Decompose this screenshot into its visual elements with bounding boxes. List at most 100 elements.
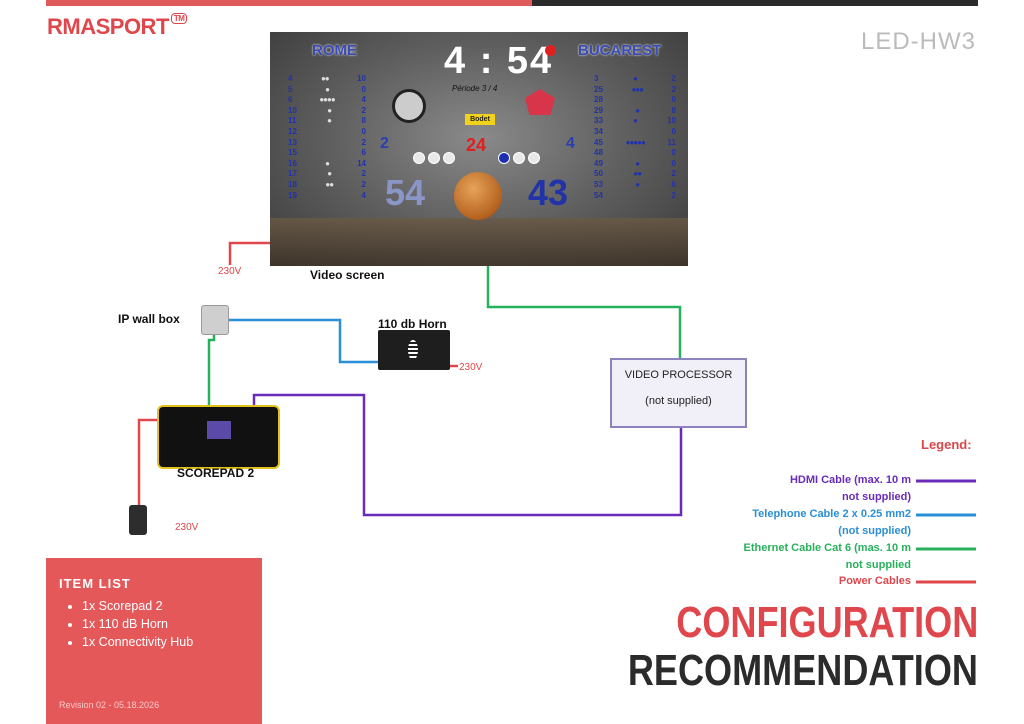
player-number: 48 — [594, 148, 603, 158]
item-list-panel: ITEM LIST 1x Scorepad 2 1x 110 dB Horn 1… — [46, 558, 262, 724]
ethernet-cable-screen-processor — [486, 266, 682, 358]
player-points: 4 — [361, 95, 366, 105]
player-number: 28 — [594, 95, 603, 105]
court-floor — [270, 218, 688, 266]
horn-icon — [378, 330, 450, 370]
revision-text: Revision 02 - 05.18.2026 — [59, 700, 160, 710]
voltage-label-horn: 230V — [459, 362, 483, 373]
player-fouls: ●●●●● — [625, 137, 646, 147]
horn-label: 110 db Horn — [378, 317, 447, 331]
player-fouls: ● — [635, 105, 640, 115]
away-team-name: BUCAREST — [578, 42, 662, 59]
timeout-dot-icon — [443, 152, 455, 164]
video-processor-title: VIDEO PROCESSOR — [624, 369, 733, 381]
top-accent-bar-red — [46, 0, 532, 6]
legend-hdmi: HDMI Cable (max. 10 m not supplied) — [790, 472, 911, 506]
player-points: 2 — [671, 84, 676, 94]
player-points: 2 — [671, 190, 676, 200]
power-cable-scorepad — [137, 418, 157, 505]
scorepad-screen — [207, 421, 231, 439]
player-row: 3 ● 2 — [594, 74, 676, 85]
player-fouls: ● — [325, 84, 330, 94]
player-points: 2 — [361, 179, 366, 189]
player-row: 50●●2 — [594, 169, 676, 180]
legend-telephone: Telephone Cable 2 x 0.25 mm2 (not suppli… — [752, 506, 911, 540]
away-score: 43 — [528, 172, 569, 213]
item-list-title: ITEM LIST — [59, 576, 131, 591]
player-row: 11●8 — [288, 116, 366, 127]
voltage-label-screen: 230V — [218, 266, 242, 277]
hdmi-cable-scorepad-processor — [252, 393, 683, 517]
player-number: 33 — [594, 116, 603, 126]
logo-trademark: TM — [170, 13, 188, 24]
team-fouls: 24 — [466, 135, 487, 155]
player-row: 49●0 — [594, 159, 676, 170]
player-fouls: ● — [327, 169, 332, 179]
power-cable-screen — [228, 241, 270, 265]
legend-telephone-line2: (not supplied) — [838, 525, 911, 537]
player-fouls: ● — [635, 158, 640, 168]
player-number: 17 — [288, 169, 297, 179]
player-row: 45●●●●●11 — [594, 138, 676, 149]
player-fouls: ●● — [325, 179, 334, 189]
timeout-dot-icon — [498, 152, 510, 164]
player-number: 13 — [288, 137, 297, 147]
player-number: 53 — [594, 179, 603, 189]
player-points: 2 — [671, 74, 676, 83]
player-points: 10 — [357, 74, 366, 83]
list-item: 1x 110 dB Horn — [82, 615, 262, 633]
legend-ethernet-line1: Ethernet Cable Cat 6 (mas. 10 m — [743, 542, 911, 554]
player-points: 14 — [357, 158, 366, 168]
ip-wall-box-label: IP wall box — [118, 312, 180, 326]
player-points: 2 — [361, 169, 366, 179]
home-timeout-dots — [413, 152, 455, 164]
player-points: 2 — [361, 105, 366, 115]
title-recommendation: RECOMMENDATION — [627, 646, 978, 695]
player-number: 19 — [288, 190, 297, 200]
player-points: 0 — [671, 126, 676, 136]
telephone-cable-wallbox-horn — [227, 318, 378, 364]
video-screen-display: ROME BUCAREST 4 : 54 Période 3 / 4 Bodet… — [270, 32, 688, 266]
clock-indicator-icon — [545, 45, 556, 56]
player-row: 17 ● 2 — [288, 169, 366, 180]
player-points: 2 — [361, 137, 366, 147]
player-row: 5●0 — [288, 85, 366, 96]
video-processor-box: VIDEO PROCESSOR (not supplied) — [610, 358, 747, 428]
timeout-dot-icon — [528, 152, 540, 164]
player-fouls: ●●●● — [319, 95, 335, 105]
list-item: 1x Scorepad 2 — [82, 597, 262, 615]
ethernet-cable-wallbox-scorepad — [207, 333, 216, 405]
player-number: 11 — [288, 116, 297, 126]
home-score: 54 — [385, 172, 426, 213]
legend-hdmi-line2: not supplied) — [841, 491, 911, 503]
player-points: 6 — [671, 179, 676, 189]
player-fouls: ●●● — [631, 84, 643, 94]
player-points: 0 — [361, 126, 366, 136]
player-points: 0 — [671, 158, 676, 168]
player-fouls: ● — [325, 158, 330, 168]
player-number: 25 — [594, 84, 603, 94]
home-team-name: ROME — [312, 42, 357, 59]
player-row: 18●●2 — [288, 180, 366, 191]
player-row: 25 ●●● 2 — [594, 85, 676, 96]
home-timeouts: 2 — [380, 135, 389, 152]
power-plug-icon — [129, 505, 147, 535]
list-item: 1x Connectivity Hub — [82, 633, 262, 651]
period-label: Période 3 / 4 — [452, 84, 498, 93]
video-screen-label: Video screen — [310, 268, 385, 282]
player-points: 10 — [667, 116, 676, 126]
player-number: 3 — [594, 74, 599, 83]
player-fouls: ● — [633, 74, 638, 83]
player-number: 12 — [288, 126, 297, 136]
legend-ethernet-line2: not supplied — [845, 559, 911, 571]
legend-telephone-line1: Telephone Cable 2 x 0.25 mm2 — [752, 508, 911, 520]
player-row: 53●6 — [594, 180, 676, 191]
legend-power: Power Cables — [839, 573, 911, 590]
